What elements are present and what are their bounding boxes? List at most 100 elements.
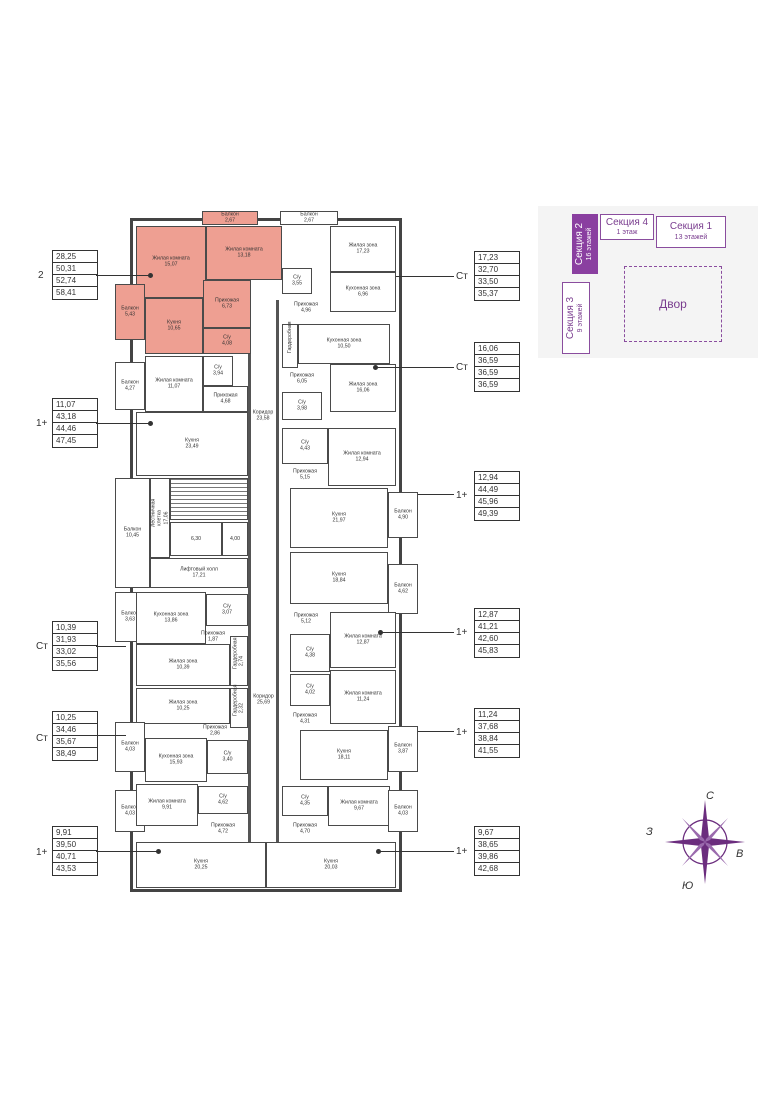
leader-line [379,851,454,852]
area-table: 9,91 39,50 40,71 43,53 [52,826,98,876]
area-value: 41,55 [478,746,499,755]
section-1-block[interactable]: Секция 1 13 этажей [656,216,726,248]
stairs [170,478,248,520]
section-4-block[interactable]: Секция 4 1 этаж [600,214,654,240]
area-table: 9,67 38,65 39,86 42,68 [474,826,520,876]
compass-north: С [706,790,714,802]
apartment-type: 2 [38,270,44,281]
area-table: 28,25 50,31 52,74 58,41 [52,250,98,300]
yard-area: Двор [624,266,722,342]
leader-line [96,275,150,276]
area-value: 9,67 [475,827,519,839]
area-value: 43,53 [56,864,77,873]
area-value: 35,37 [478,289,499,298]
corridor-wall [248,300,251,880]
area-value: 39,50 [53,839,97,851]
area-value: 11,07 [53,399,97,411]
leader-line [96,423,150,424]
leader-dot [376,849,381,854]
leader-line [418,494,454,495]
area-value: 38,65 [475,839,519,851]
area-value: 32,70 [475,264,519,276]
area-value: 33,02 [53,646,97,658]
leader-line [96,646,126,647]
area-value: 9,91 [53,827,97,839]
area-value: 10,39 [53,622,97,634]
room: Гардеробная [282,322,298,368]
area-table: 10,25 34,46 35,67 38,49 [52,711,98,761]
area-value: 42,68 [478,864,499,873]
leader-line [381,632,454,633]
area-table: 16,06 36,59 36,59 36,59 [474,342,520,392]
leader-line [418,731,454,732]
elevator: 6,30 [170,522,222,556]
apartment-type: Ст [36,733,48,744]
area-table: 17,23 32,70 33,50 35,37 [474,251,520,301]
area-value: 52,74 [53,275,97,287]
area-table: 12,87 41,21 42,60 45,83 [474,608,520,658]
area-table: 10,39 31,93 33,02 35,56 [52,621,98,671]
area-value: 16,06 [475,343,519,355]
area-table: 11,24 37,68 38,84 41,55 [474,708,520,758]
corridor-wall [276,300,279,880]
area-value: 42,60 [475,633,519,645]
area-value: 40,71 [53,851,97,863]
area-value: 12,94 [475,472,519,484]
compass-west: З [646,826,653,838]
compass: С З В Ю [646,790,750,892]
elevator: 4,00 [222,522,248,556]
area-value: 49,39 [478,509,499,518]
area-value: 17,23 [475,252,519,264]
leader-line [96,851,158,852]
area-value: 37,68 [475,721,519,733]
area-value: 12,87 [475,609,519,621]
area-value: 33,50 [475,276,519,288]
area-value: 44,49 [475,484,519,496]
area-table: 11,07 43,18 44,46 47,45 [52,398,98,448]
area-value: 31,93 [53,634,97,646]
area-value: 10,25 [53,712,97,724]
compass-rose-icon [665,800,745,884]
area-value: 45,83 [478,646,499,655]
leader-dot [373,365,378,370]
